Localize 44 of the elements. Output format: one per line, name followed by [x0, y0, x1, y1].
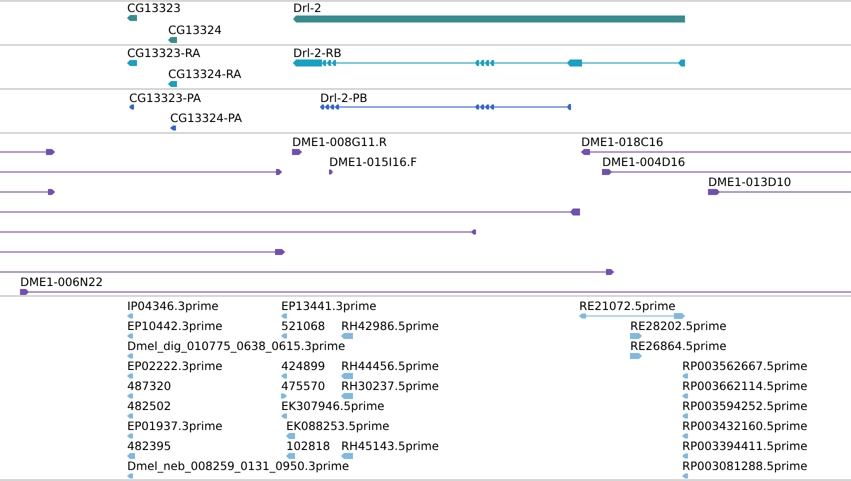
- feature-label: RH30237.5prime: [342, 381, 438, 392]
- feature-label: 475570: [282, 381, 324, 390]
- feature-label: 482502: [128, 401, 170, 410]
- feature-label: Drl-2-PB: [321, 93, 367, 102]
- feature-label: RE28202.5prime: [631, 321, 726, 332]
- feature-label: DME1-004D16: [603, 157, 684, 166]
- feature-label: CG13323-RA: [128, 48, 200, 58]
- feature-label: EP10442.3prime: [128, 321, 222, 332]
- feature-label: RH45143.5prime: [342, 441, 438, 452]
- feature-label: RH44456.5prime: [342, 361, 438, 372]
- feature-label: RE26864.5prime: [631, 341, 726, 352]
- feature-label: RP003562667.5prime: [683, 361, 807, 372]
- feature-label: 424899: [282, 361, 324, 370]
- feature-label: EP13441.3prime: [282, 301, 376, 312]
- feature-label: 487320: [128, 381, 170, 390]
- feature-label: DME1-013D10: [709, 177, 790, 186]
- feature-label: IP04346.3prime: [128, 301, 218, 312]
- feature-label: RP003594252.5prime: [683, 401, 807, 412]
- feature-label: RP003081288.5prime: [683, 461, 807, 472]
- feature-label: CG13324: [168, 25, 222, 34]
- feature-label: DME1-015I16.F: [330, 157, 416, 166]
- feature-label: 521068: [282, 321, 324, 330]
- feature-label: CG13323: [128, 3, 180, 12]
- feature-label: Drl-2: [294, 3, 320, 12]
- feature-label: EP01937.3prime: [128, 421, 222, 432]
- feature-label: DME1-018C16: [582, 137, 663, 146]
- feature-label: EK307946.5prime: [282, 401, 384, 412]
- feature-label: CG13324-PA: [170, 113, 242, 122]
- feature-label: Drl-2-RB: [294, 48, 341, 57]
- feature-label: RP003394411.5prime: [683, 441, 807, 452]
- feature-label: RP003662114.5prime: [683, 381, 807, 392]
- feature-label: CG13324-RA: [168, 69, 242, 78]
- feature-label: DME1-006N22: [21, 277, 102, 286]
- feature-label: 482395: [128, 441, 170, 450]
- feature-label: RP003432160.5prime: [683, 421, 807, 432]
- feature-label: EP02222.3prime: [128, 361, 222, 372]
- feature-label: EK088253.5prime: [287, 421, 389, 432]
- feature-label: RH42986.5prime: [342, 321, 438, 332]
- feature-label: Dmel_neb_008259_0131_0950.3prime: [128, 461, 348, 473]
- feature-label: 102818: [287, 441, 330, 450]
- feature-label: DME1-008G11.R: [293, 137, 386, 146]
- feature-label: RE21072.5prime: [580, 301, 675, 312]
- feature-label: Dmel_dig_010775_0638_0615.3prime: [128, 341, 345, 353]
- feature-label: CG13323-PA: [130, 93, 201, 102]
